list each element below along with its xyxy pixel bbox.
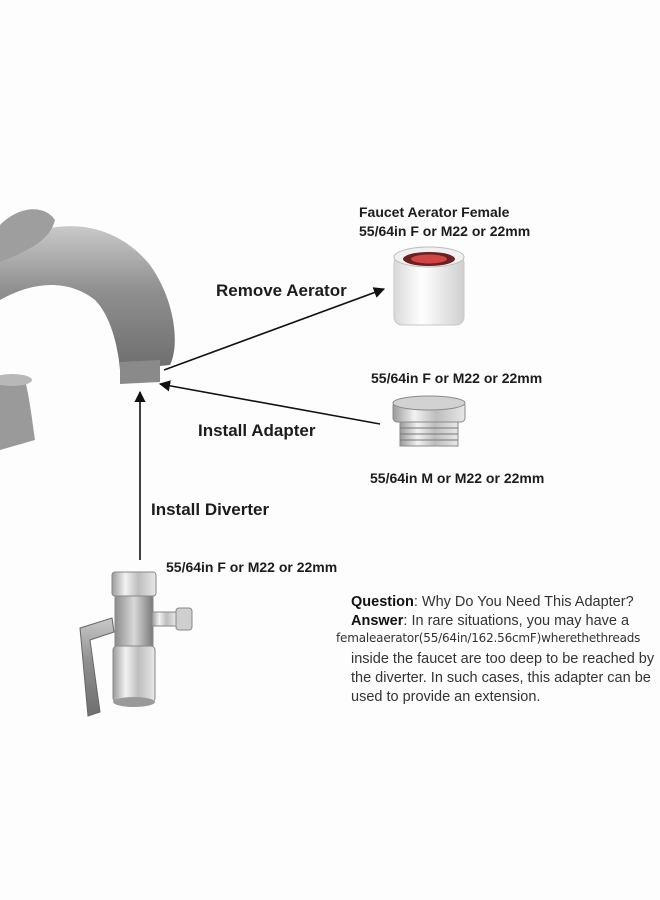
arrow-install-adapter [158, 380, 381, 425]
answer-text-1: : In rare situations, you may have a [403, 613, 630, 629]
answer-line-5: used to provide an extension. [351, 689, 541, 705]
remove-aerator-label: Remove Aerator [216, 281, 347, 300]
answer-line-1: Answer: In rare situations, you may have… [351, 612, 651, 631]
answer-label: Answer [351, 613, 404, 629]
install-diverter-label: Install Diverter [151, 500, 270, 519]
aerator-spec: 55/64in F or M22 or 22mm [359, 223, 531, 239]
aerator-icon [393, 246, 465, 326]
diverter-icon [79, 571, 193, 717]
question-line: Question: Why Do You Need This Adapter? [351, 593, 651, 612]
faucet-icon [0, 209, 175, 450]
install-adapter-label: Install Adapter [198, 421, 316, 440]
diverter-spec: 55/64in F or M22 or 22mm [166, 559, 338, 575]
question-text: : Why Do You Need This Adapter? [413, 594, 634, 610]
arrow-remove-aerator [163, 287, 386, 371]
question-label: Question [351, 594, 414, 610]
answer-line-3: inside the faucet are too deep to be rea… [351, 651, 655, 667]
answer-overlay-text: femaleaerator(55/64in/162.56cmF)wherethe… [336, 631, 641, 645]
adapter-top-spec: 55/64in F or M22 or 22mm [371, 370, 543, 386]
adapter-bottom-spec: 55/64in M or M22 or 22mm [370, 470, 545, 486]
adapter-icon [392, 395, 466, 447]
answer-line-4: the diverter. In such cases, this adapte… [351, 670, 651, 686]
aerator-title: Faucet Aerator Female [359, 204, 510, 220]
qa-block: Question: Why Do You Need This Adapter? … [351, 593, 655, 707]
